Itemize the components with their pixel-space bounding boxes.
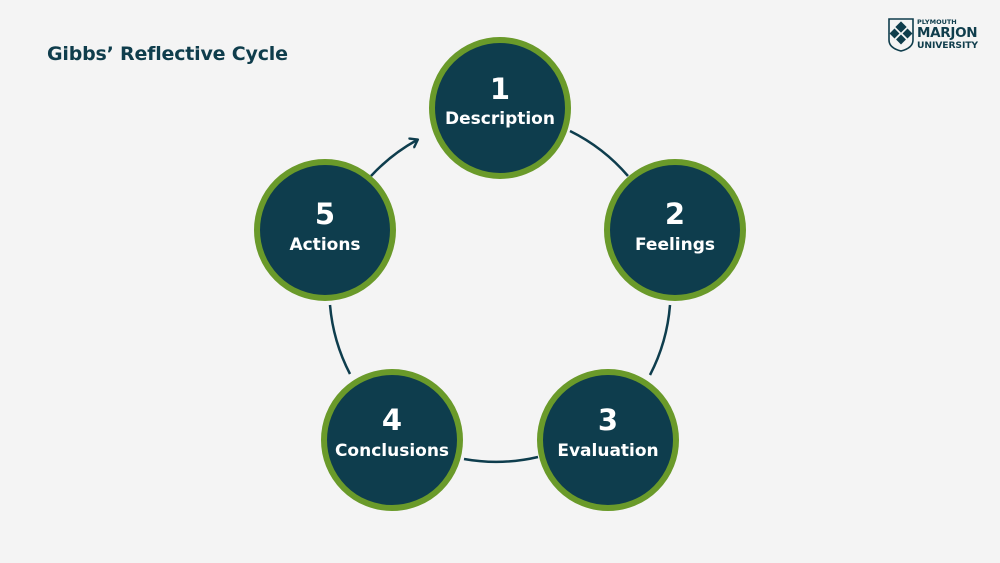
stage-label: Evaluation (557, 441, 658, 461)
stage-node-feelings: 2 Feelings (604, 159, 746, 301)
stage-node-actions: 5 Actions (254, 159, 396, 301)
logo-line-3: UNIVERSITY (917, 40, 978, 51)
page-title: Gibbs’ Reflective Cycle (47, 43, 288, 65)
connector-3-4 (463, 455, 539, 464)
stage-number: 4 (382, 403, 402, 437)
connector-5-1-arrow (370, 140, 417, 177)
stage-number: 5 (315, 197, 335, 231)
stage-node-description: 1 Description (429, 37, 571, 179)
stage-number: 2 (665, 197, 685, 231)
marjon-crest-icon (888, 18, 914, 52)
stage-label: Description (445, 109, 555, 129)
stage-node-conclusions: 4 Conclusions (321, 369, 463, 511)
stage-number: 3 (598, 403, 618, 437)
stage-node-evaluation: 3 Evaluation (537, 369, 679, 511)
connector-1-2 (569, 129, 629, 177)
stage-number: 1 (490, 72, 510, 106)
stage-label: Conclusions (335, 441, 449, 461)
logo-line-2: MARJON (917, 24, 978, 41)
stage-label: Actions (289, 235, 360, 255)
university-logo: PLYMOUTH MARJON UNIVERSITY (888, 18, 984, 54)
connector-4-5 (328, 304, 352, 375)
stage-label: Feelings (635, 235, 715, 255)
connector-2-3 (648, 304, 672, 376)
logo-line-1: PLYMOUTH (917, 18, 957, 26)
